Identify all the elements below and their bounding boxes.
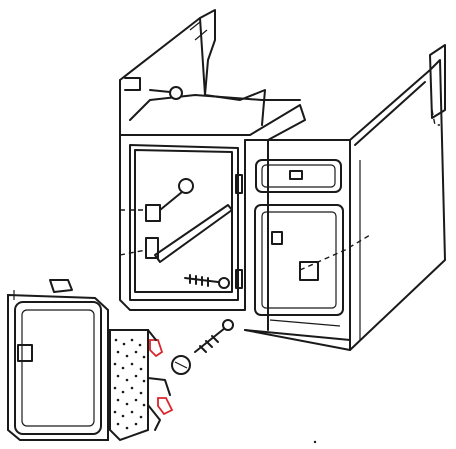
cabinet-back-panel [119,9,266,126]
hinge-arm [147,377,171,396]
cabinet-side-panel [299,44,446,351]
door-top-clip [49,279,73,293]
latch-plate [145,237,159,259]
highlighted-hinge-top [147,329,164,358]
door-handle [17,344,33,362]
side-hinge-bracket [429,44,446,119]
screw-door [194,319,234,353]
cabinet-body [119,77,351,351]
screw-bracket [120,178,194,211]
shelf [154,204,233,263]
knob [171,355,191,375]
upper-drawer-front [255,159,342,193]
hinge-lower [235,269,243,289]
perforated-panel [109,329,149,442]
screw-shelf [119,249,230,289]
lower-door [254,204,344,316]
dot-mark [313,440,317,444]
screw-top [149,86,183,100]
door-panel [7,279,109,441]
upper-drawer-latch [289,170,303,180]
lower-door-latch [271,231,283,245]
mounting-bracket [145,204,161,222]
cabinet-top [119,79,306,141]
highlighted-hinge-bottom [147,397,174,431]
hinge-upper [235,174,243,194]
side-fastener [299,261,319,281]
